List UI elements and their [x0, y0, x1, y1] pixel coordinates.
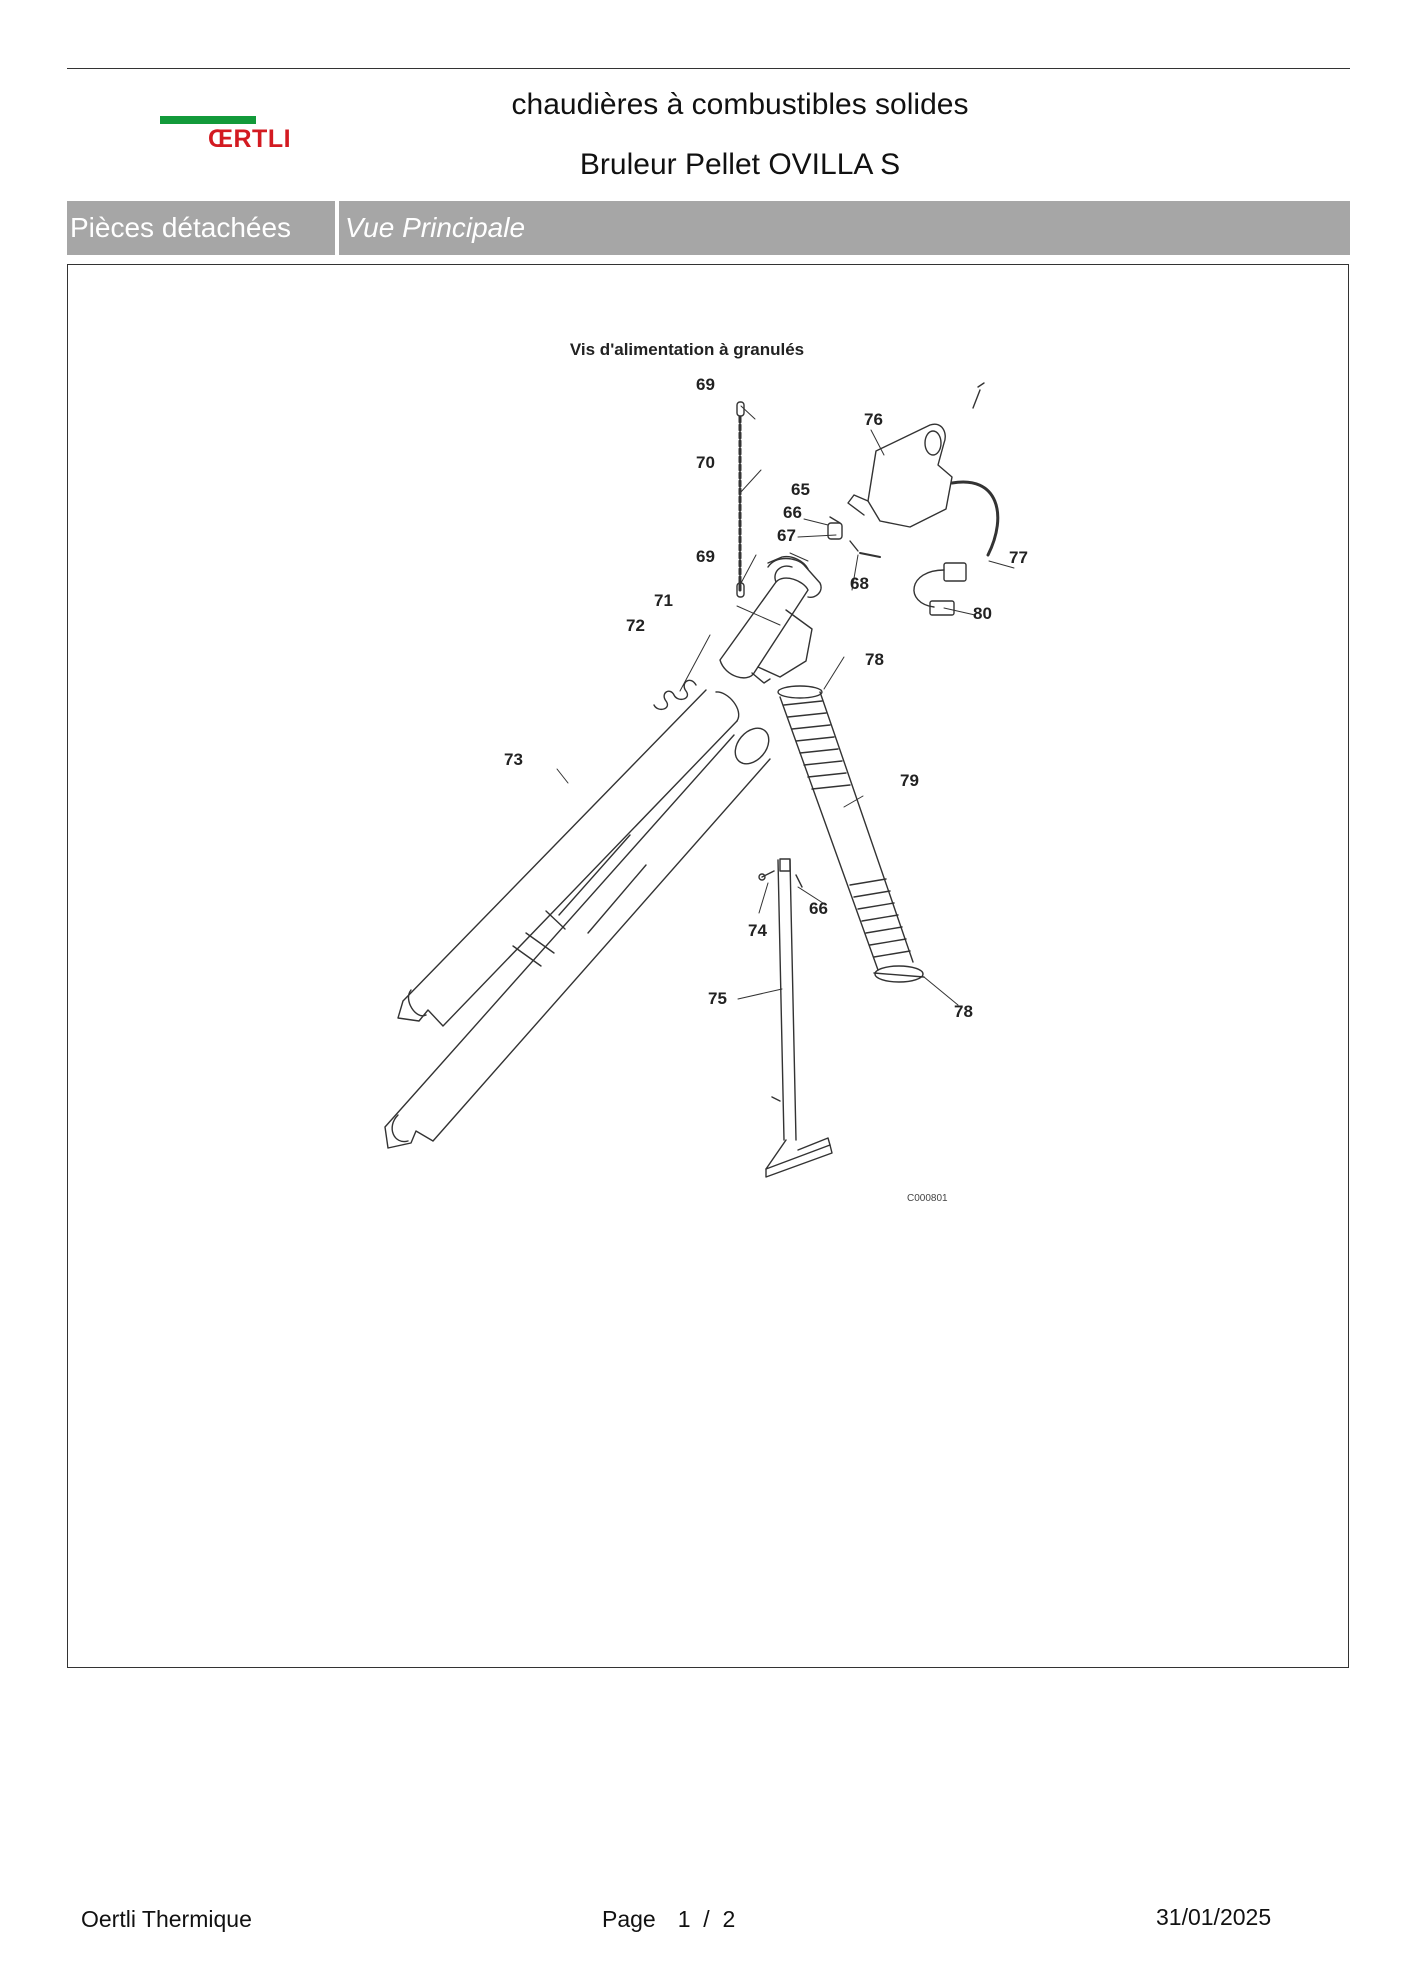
part-label-78-top: 78: [865, 650, 884, 669]
tube-73: [397, 689, 740, 1027]
part-label-73: 73: [504, 750, 523, 769]
stand-75: [765, 858, 833, 1178]
category-bar: Pièces détachées: [67, 201, 335, 255]
part-label-72: 72: [626, 616, 645, 635]
part-label-68: 68: [850, 574, 869, 593]
leader-lines: [556, 405, 1015, 1006]
part-label-66-top: 66: [783, 503, 802, 522]
part-label-77: 77: [1009, 548, 1028, 567]
part-label-67: 67: [777, 526, 796, 545]
part-label-74: 74: [748, 921, 767, 940]
inner-tube: [384, 727, 771, 1149]
footer-page-number: 1 / 2: [677, 1906, 736, 1932]
flex-hose-79: [779, 691, 914, 971]
exploded-view-drawing: Vis d'alimentation à granulés 69 70 69 6…: [384, 340, 1028, 1204]
part-label-75: 75: [708, 989, 727, 1008]
footer-company: Oertli Thermique: [81, 1906, 252, 1932]
clamp-78-top: [777, 685, 823, 699]
logo-green-stripe: [160, 116, 256, 124]
part-label-65: 65: [791, 480, 810, 499]
drawing-code: C000801: [907, 1193, 948, 1204]
spiral-72: [653, 679, 697, 711]
part-label-80: 80: [973, 604, 992, 623]
top-rule: [67, 68, 1350, 69]
part-label-76: 76: [864, 410, 883, 429]
part-label-71: 71: [654, 591, 673, 610]
part-label-69-top: 69: [696, 375, 715, 394]
motor-76: [847, 382, 985, 528]
part-label-66-bottom: 66: [809, 899, 828, 918]
footer-page-label: Page: [602, 1906, 656, 1932]
document-title: chaudières à combustibles solides: [511, 88, 969, 121]
footer-page: Page 1 / 2: [602, 1906, 735, 1933]
document-subtitle: Bruleur Pellet OVILLA S: [579, 148, 901, 181]
chain-70: [736, 401, 745, 598]
connector-80: [913, 562, 967, 616]
oertli-logo: ŒRTLI: [158, 114, 308, 154]
diagram-caption: Vis d'alimentation à granulés: [570, 340, 804, 359]
footer-date: 31/01/2025: [1156, 1904, 1272, 1930]
clamp-78-bottom: [873, 965, 925, 983]
part-label-79: 79: [900, 771, 919, 790]
view-bar: Vue Principale: [339, 201, 1350, 255]
part-label-70: 70: [696, 453, 715, 472]
part-label-69-bottom: 69: [696, 547, 715, 566]
screws-74-66: [758, 870, 803, 888]
diagram-frame: Vis d'alimentation à granulés 69 70 69 6…: [67, 264, 1349, 1668]
feed-body-71: [719, 555, 822, 684]
cable-77: [950, 480, 1000, 557]
logo-brand-text: ŒRTLI: [208, 125, 292, 153]
part-label-78-bottom: 78: [954, 1002, 973, 1021]
pins-65-68: [827, 516, 881, 558]
